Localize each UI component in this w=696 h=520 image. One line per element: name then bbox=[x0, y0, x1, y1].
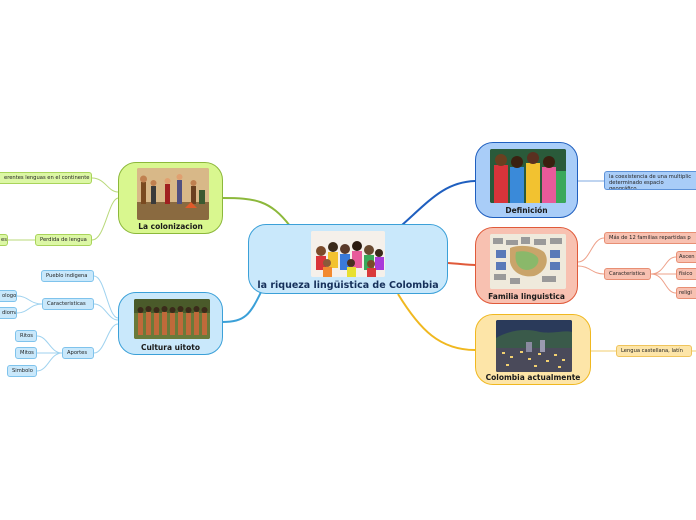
topic-colombia-title: Colombia actualmente bbox=[485, 373, 581, 382]
connector-center-cultura bbox=[221, 289, 263, 323]
leaf-ascen[interactable]: Ascen bbox=[676, 251, 696, 263]
leaf-mitos[interactable]: Mitos bbox=[15, 347, 37, 359]
connector-center-familia bbox=[447, 262, 476, 266]
connector-center-colonizacion bbox=[221, 197, 291, 227]
connector-colonizacion-leaf1 bbox=[91, 177, 119, 193]
topic-familia-title: Familia linguistica bbox=[488, 292, 565, 301]
connector-cultura-pueblo bbox=[93, 275, 119, 319]
connector-cultura-caract bbox=[93, 303, 119, 321]
leaf-perdida-lengua[interactable]: Perdida de lengua bbox=[35, 234, 92, 246]
leaf-religi[interactable]: religi bbox=[676, 287, 696, 299]
language-map-photo-icon bbox=[490, 234, 566, 289]
topic-cultura-uitoto[interactable]: Cultura uitoto bbox=[118, 292, 223, 355]
connector-caract-religi bbox=[650, 273, 677, 294]
connector-familia-masde bbox=[577, 237, 605, 263]
connector-aportes-ritos bbox=[36, 335, 63, 354]
leaf-caracteristicas[interactable]: Caracteristicas bbox=[42, 298, 94, 310]
leaf-aportes[interactable]: Aportes bbox=[62, 347, 94, 359]
connector-caract-dioma bbox=[16, 303, 43, 314]
connector-center-definicion bbox=[401, 180, 476, 226]
connector-center-colombia bbox=[397, 293, 476, 351]
leaf-ologo[interactable]: ologo bbox=[0, 290, 17, 302]
colonizers-illustration-icon bbox=[137, 168, 209, 220]
connector-caract-ascen bbox=[650, 256, 677, 275]
leaf-caracteristica[interactable]: Caracteristica bbox=[604, 268, 651, 280]
connector-caract-ologo bbox=[16, 295, 43, 305]
leaf-coexistencia[interactable]: la coexistencia de una multiplic determi… bbox=[604, 171, 696, 190]
topic-definicion-title: Definición bbox=[505, 206, 548, 215]
indigenous-line-photo-icon bbox=[134, 299, 210, 339]
city-night-photo-icon bbox=[496, 320, 572, 372]
leaf-pueblo-indigena[interactable]: Pueblo indigena bbox=[41, 270, 94, 282]
leaf-simbolo[interactable]: Simbolo bbox=[7, 365, 37, 377]
topic-cultura-title: Cultura uitoto bbox=[140, 343, 201, 352]
leaf-fisico[interactable]: físico bbox=[676, 268, 696, 280]
topic-colonizacion-title: La colonizacion bbox=[138, 222, 203, 231]
central-topic-title: la riqueza lingüistica de Colombia bbox=[257, 280, 439, 291]
leaf-lengua-castellana[interactable]: Lengua castellana, latín bbox=[616, 345, 692, 357]
traditional-dress-photo-icon bbox=[490, 149, 566, 203]
leaf-lenguas-continente[interactable]: erentes lenguas en el continente bbox=[0, 172, 92, 184]
connector-aportes-simbolo bbox=[36, 352, 63, 372]
leaf-ritos[interactable]: Ritos bbox=[15, 330, 37, 342]
topic-familia-linguistica[interactable]: Familia linguistica bbox=[475, 227, 578, 304]
connector-familia-caract bbox=[577, 265, 605, 275]
connector-cultura-aportes bbox=[93, 323, 119, 354]
crowd-photo-icon bbox=[311, 231, 385, 277]
topic-definicion[interactable]: Definición bbox=[475, 142, 578, 218]
leaf-mas-de-12-familias[interactable]: Más de 12 familias repartidas p bbox=[604, 232, 696, 244]
topic-colonizacion[interactable]: La colonizacion bbox=[118, 162, 223, 234]
connector-colonizacion-leaf2 bbox=[91, 197, 119, 241]
topic-colombia-actualmente[interactable]: Colombia actualmente bbox=[475, 314, 591, 385]
leaf-es[interactable]: es bbox=[0, 234, 8, 246]
leaf-dioma[interactable]: dioma bbox=[0, 307, 17, 319]
central-topic[interactable]: la riqueza lingüistica de Colombia bbox=[248, 224, 448, 294]
